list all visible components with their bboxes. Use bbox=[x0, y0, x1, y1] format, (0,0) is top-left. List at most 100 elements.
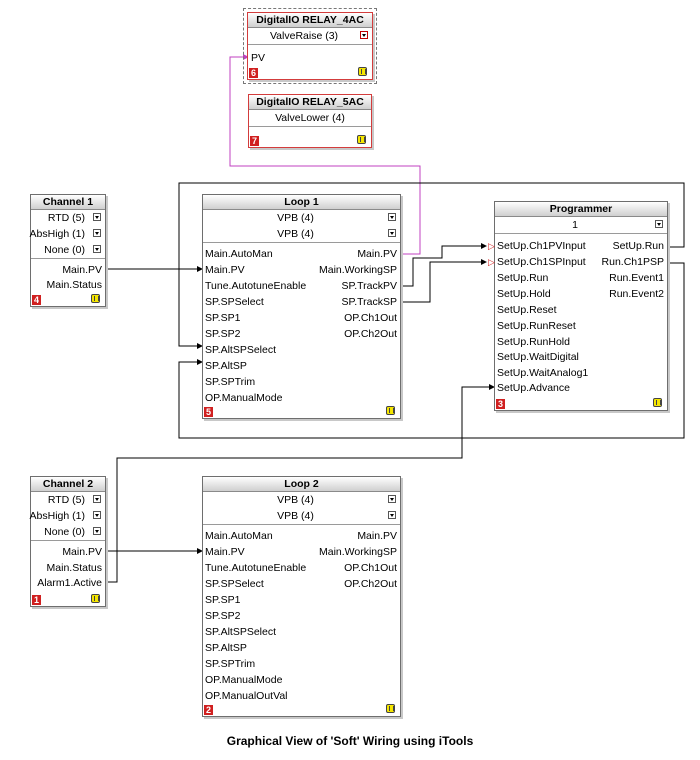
channel2-param-row[interactable]: AbsHigh (1) bbox=[30, 508, 105, 524]
wire-loop1-trackpv-to-prog[interactable] bbox=[401, 243, 487, 287]
dropdown-icon[interactable] bbox=[93, 511, 101, 519]
block-handle-icon[interactable] bbox=[91, 294, 100, 303]
loop2-input[interactable]: OP.ManualMode bbox=[205, 674, 283, 686]
channel1-param-row[interactable]: None (0) bbox=[31, 242, 105, 258]
loop1-input[interactable]: Main.PV bbox=[205, 264, 245, 276]
loop1-input[interactable]: SP.SPTrim bbox=[205, 376, 256, 388]
programmer-block[interactable]: Programmer 1 ▷SetUp.Ch1PVInput ▷SetUp.Ch… bbox=[488, 201, 668, 411]
channel1-block[interactable]: Channel 1 RTD (5) AbsHigh (1) None (0) M… bbox=[30, 194, 106, 307]
loop2-output[interactable]: Main.WorkingSP bbox=[318, 546, 397, 558]
programmer-input[interactable]: SetUp.Advance bbox=[497, 382, 570, 394]
loop1-input[interactable]: OP.ManualMode bbox=[205, 392, 283, 404]
loop2-input[interactable]: OP.ManualOutVal bbox=[205, 690, 288, 702]
loop2-output[interactable]: Main.PV bbox=[357, 530, 397, 542]
block-handle-icon[interactable] bbox=[358, 67, 367, 76]
block-handle-icon[interactable] bbox=[91, 594, 100, 603]
relay4-block[interactable]: DigitalIO RELAY_4AC ValveRaise (3) PV 6 bbox=[243, 8, 377, 84]
loop1-output[interactable]: SP.TrackPV bbox=[341, 280, 397, 292]
programmer-input[interactable]: SetUp.WaitAnalog1 bbox=[497, 367, 589, 379]
dropdown-icon[interactable] bbox=[360, 31, 368, 39]
programmer-input[interactable]: SetUp.WaitDigital bbox=[497, 351, 579, 363]
loop2-param-row[interactable]: VPB (4) bbox=[203, 492, 400, 508]
loop1-param-row[interactable]: VPB (4) bbox=[203, 226, 400, 242]
loop1-output[interactable]: Main.WorkingSP bbox=[318, 264, 397, 276]
programmer-input[interactable]: SetUp.RunReset bbox=[497, 320, 576, 332]
dropdown-icon[interactable] bbox=[388, 511, 396, 519]
channel1-param-row[interactable]: RTD (5) bbox=[31, 210, 105, 226]
channel1-output-main-pv[interactable]: Main.PV bbox=[62, 264, 102, 276]
relay4-number-badge: 6 bbox=[249, 68, 258, 78]
loop1-input[interactable]: Main.AutoMan bbox=[205, 248, 273, 260]
programmer-output[interactable]: Run.Ch1PSP bbox=[601, 256, 664, 268]
channel2-block[interactable]: Channel 2 RTD (5) AbsHigh (1) None (0) M… bbox=[30, 476, 106, 607]
programmer-output[interactable]: Run.Event1 bbox=[609, 272, 664, 284]
loop1-title: Loop 1 bbox=[203, 195, 400, 210]
channel2-param-row[interactable]: RTD (5) bbox=[31, 492, 105, 508]
dropdown-icon[interactable] bbox=[388, 495, 396, 503]
loop2-input[interactable]: SP.AltSPSelect bbox=[205, 626, 277, 638]
block-handle-icon[interactable] bbox=[357, 135, 366, 144]
programmer-input[interactable]: SetUp.Reset bbox=[497, 304, 557, 316]
relay4-param-row[interactable]: ValveRaise (3) bbox=[248, 28, 372, 44]
loop1-input[interactable]: SP.AltSPSelect bbox=[205, 344, 277, 356]
programmer-output[interactable]: SetUp.Run bbox=[612, 240, 664, 252]
loop2-block[interactable]: Loop 2 VPB (4) VPB (4) Main.AutoMan Main… bbox=[202, 476, 401, 717]
relay4-title: DigitalIO RELAY_4AC bbox=[248, 13, 372, 28]
loop1-block[interactable]: Loop 1 VPB (4) VPB (4) Main.AutoMan Main… bbox=[202, 194, 401, 419]
loop1-output[interactable]: OP.Ch2Out bbox=[344, 328, 397, 340]
loop1-output[interactable]: Main.PV bbox=[357, 248, 397, 260]
loop2-input[interactable]: SP.SP1 bbox=[205, 594, 241, 606]
relay4-input-pv[interactable]: PV bbox=[251, 52, 266, 64]
loop2-output[interactable]: OP.Ch1Out bbox=[344, 562, 397, 574]
channel2-output-alarm1-active[interactable]: Alarm1.Active bbox=[37, 577, 102, 589]
relay5-title: DigitalIO RELAY_5AC bbox=[249, 95, 371, 110]
loop1-param-row[interactable]: VPB (4) bbox=[203, 210, 400, 226]
wire-loop1-tracksp-to-prog[interactable] bbox=[401, 259, 487, 303]
relay5-block[interactable]: DigitalIO RELAY_5AC ValveLower (4) 7 bbox=[248, 94, 372, 148]
programmer-input[interactable]: ▷SetUp.Ch1SPInput bbox=[488, 256, 586, 268]
loop1-input[interactable]: SP.AltSP bbox=[205, 360, 247, 372]
loop2-output[interactable]: OP.Ch2Out bbox=[344, 578, 397, 590]
block-handle-icon[interactable] bbox=[386, 406, 395, 415]
programmer-input[interactable]: SetUp.Run bbox=[497, 272, 549, 284]
loop2-title: Loop 2 bbox=[203, 477, 400, 492]
loop1-input[interactable]: SP.SPSelect bbox=[205, 296, 264, 308]
programmer-input[interactable]: SetUp.RunHold bbox=[497, 336, 570, 348]
channel1-param-row[interactable]: AbsHigh (1) bbox=[30, 226, 105, 242]
channel2-output-main-pv[interactable]: Main.PV bbox=[62, 546, 102, 558]
relay5-param-row[interactable]: ValveLower (4) bbox=[249, 110, 371, 126]
dropdown-icon[interactable] bbox=[93, 527, 101, 535]
loop2-input[interactable]: SP.AltSP bbox=[205, 642, 247, 654]
loop1-output[interactable]: OP.Ch1Out bbox=[344, 312, 397, 324]
loop2-input[interactable]: Main.PV bbox=[205, 546, 245, 558]
loop2-input[interactable]: SP.SPSelect bbox=[205, 578, 264, 590]
dropdown-icon[interactable] bbox=[388, 229, 396, 237]
channel1-output-main-status[interactable]: Main.Status bbox=[46, 279, 102, 291]
loop2-input[interactable]: Tune.AutotuneEnable bbox=[205, 562, 307, 574]
programmer-param-row[interactable]: 1 bbox=[495, 217, 667, 233]
loop1-input[interactable]: Tune.AutotuneEnable bbox=[205, 280, 307, 292]
dropdown-icon[interactable] bbox=[93, 495, 101, 503]
block-handle-icon[interactable] bbox=[386, 704, 395, 713]
loop2-param-row[interactable]: VPB (4) bbox=[203, 508, 400, 524]
relay5-number-badge: 7 bbox=[250, 136, 259, 146]
block-handle-icon[interactable] bbox=[653, 398, 662, 407]
channel2-param-row[interactable]: None (0) bbox=[31, 524, 105, 540]
dropdown-icon[interactable] bbox=[655, 220, 663, 228]
dropdown-icon[interactable] bbox=[93, 213, 101, 221]
loop2-input[interactable]: Main.AutoMan bbox=[205, 530, 273, 542]
dropdown-icon[interactable] bbox=[388, 213, 396, 221]
programmer-input[interactable]: SetUp.Hold bbox=[497, 288, 551, 300]
loop1-output[interactable]: SP.TrackSP bbox=[341, 296, 397, 308]
dropdown-icon[interactable] bbox=[93, 245, 101, 253]
channel2-output-main-status[interactable]: Main.Status bbox=[46, 562, 102, 574]
programmer-input[interactable]: ▷SetUp.Ch1PVInput bbox=[488, 240, 586, 252]
relay5-param: ValveLower (4) bbox=[275, 112, 345, 124]
loop1-input[interactable]: SP.SP2 bbox=[205, 328, 241, 340]
channel2-title: Channel 2 bbox=[31, 477, 105, 492]
programmer-output[interactable]: Run.Event2 bbox=[609, 288, 664, 300]
dropdown-icon[interactable] bbox=[93, 229, 101, 237]
loop1-input[interactable]: SP.SP1 bbox=[205, 312, 241, 324]
loop2-input[interactable]: SP.SP2 bbox=[205, 610, 241, 622]
loop2-input[interactable]: SP.SPTrim bbox=[205, 658, 256, 670]
